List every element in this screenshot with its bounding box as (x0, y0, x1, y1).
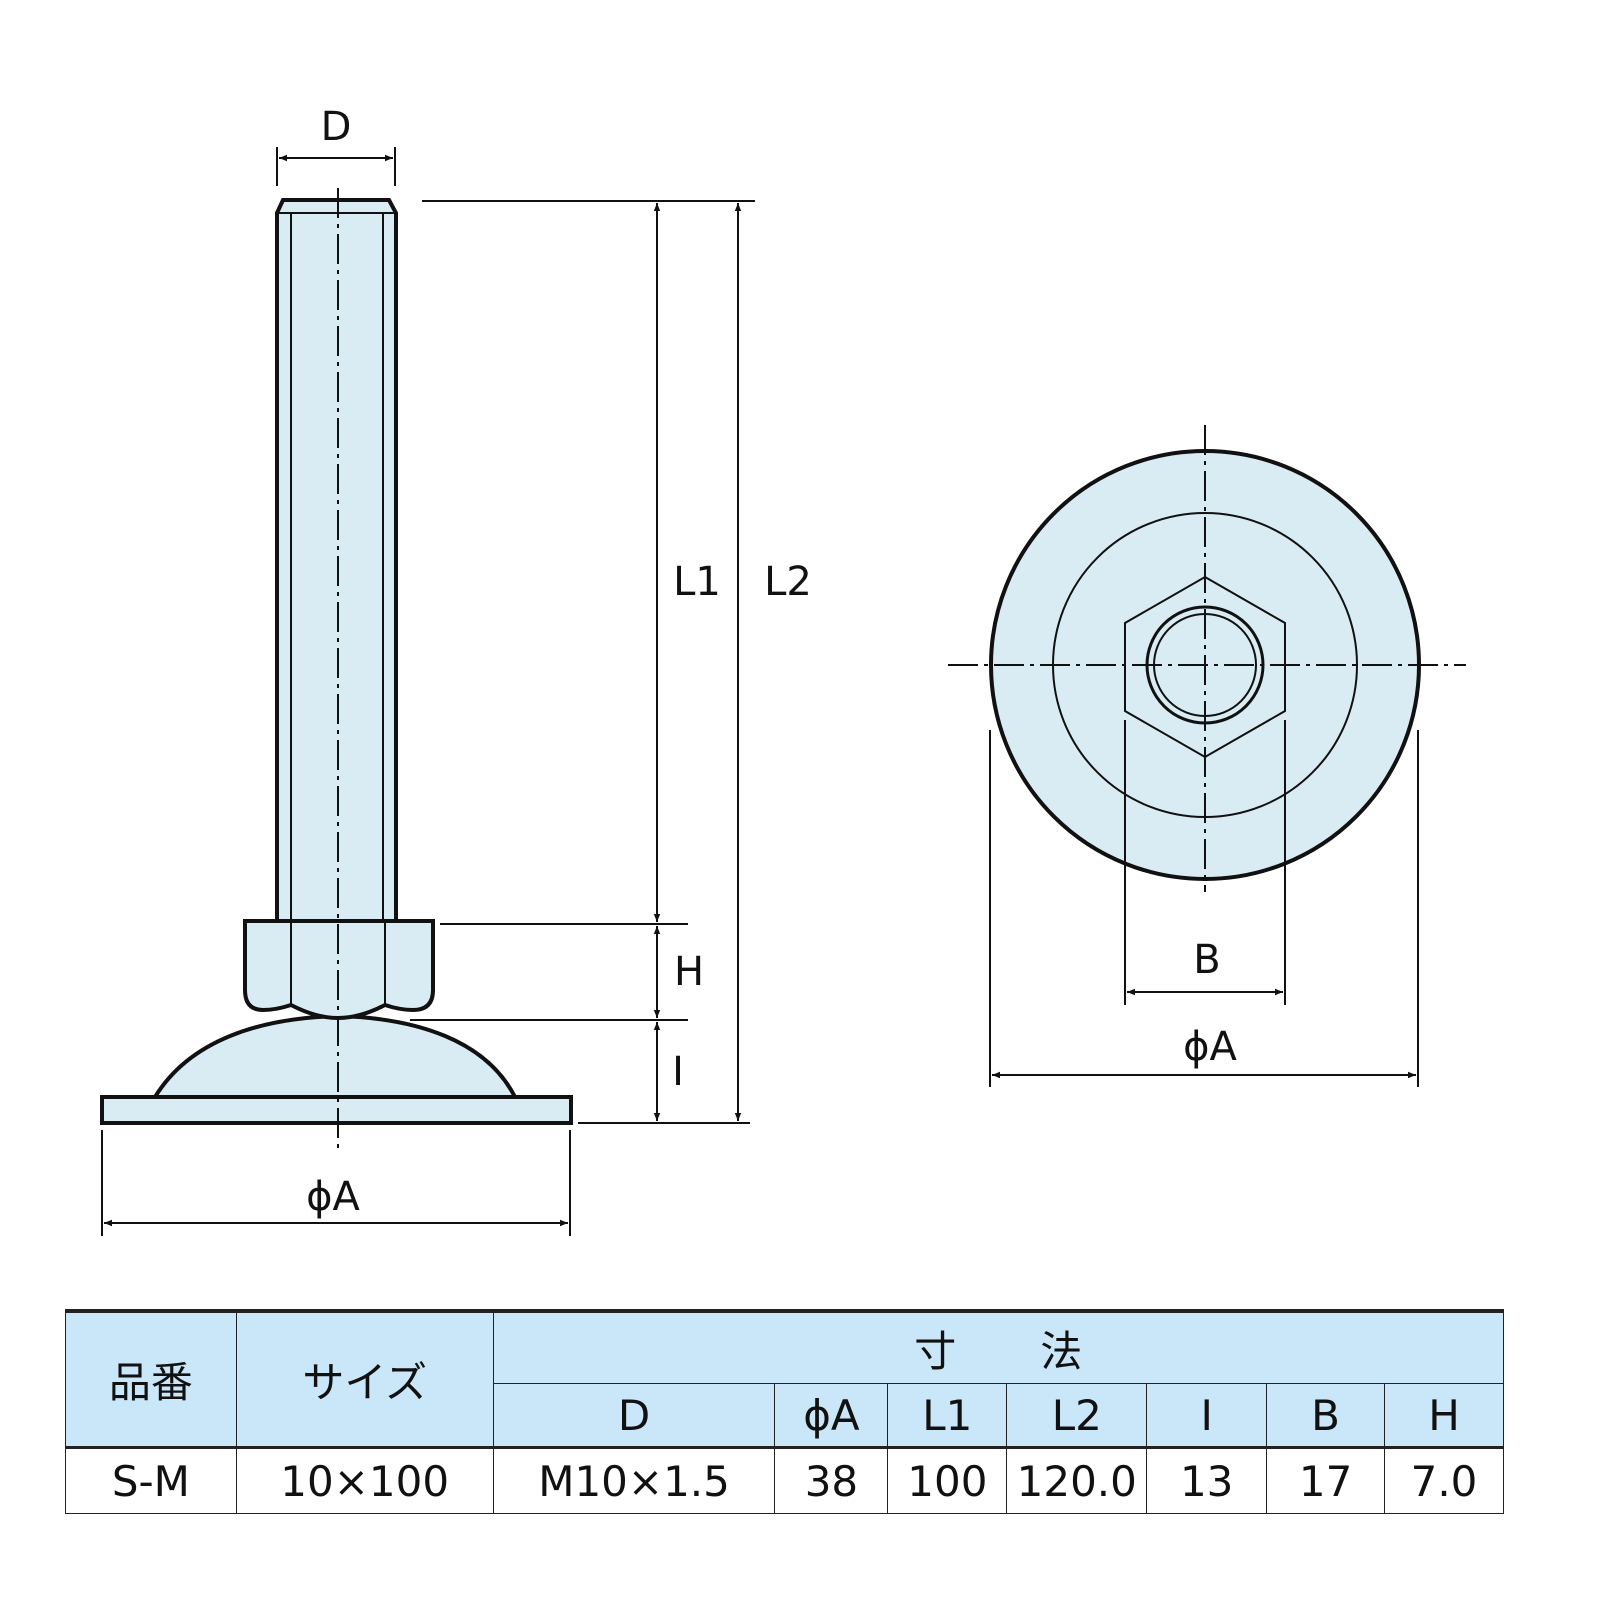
header-size: サイズ (235, 1310, 494, 1448)
header-I: I (1146, 1383, 1268, 1448)
header-L2: L2 (1006, 1383, 1148, 1448)
header-H: H (1384, 1383, 1504, 1448)
label-D: D (321, 104, 352, 150)
cell-part-no: S-M (65, 1446, 237, 1514)
side-dimensions (101, 147, 755, 1236)
top-dimensions (948, 425, 1466, 1087)
header-part-no: 品番 (65, 1310, 237, 1448)
shaft (275, 198, 398, 924)
cell-L1: 100 (887, 1446, 1008, 1514)
label-H: H (674, 949, 704, 995)
header-B: B (1266, 1383, 1386, 1448)
side-view (100, 198, 573, 1125)
header-D: D (492, 1383, 776, 1448)
base-plate (100, 1095, 573, 1125)
cell-I: 13 (1146, 1446, 1268, 1514)
cell-L2: 120.0 (1006, 1446, 1148, 1514)
cell-D: M10×1.5 (492, 1446, 776, 1514)
cell-size: 10×100 (235, 1446, 494, 1514)
label-phiA: ϕA (306, 1174, 360, 1220)
cell-phiA: 38 (774, 1446, 889, 1514)
label-top-phiA: ϕA (1183, 1024, 1237, 1070)
table-row: S-M 10×100 M10×1.5 38 100 120.0 13 17 7.… (65, 1446, 1504, 1514)
label-L2: L2 (764, 559, 812, 605)
label-L1: L1 (673, 559, 721, 605)
header-dimensions: 寸 法 (492, 1310, 1505, 1384)
label-I: I (672, 1049, 684, 1095)
dome (151, 1013, 519, 1099)
technical-drawing: D L1 L2 H I ϕA B ϕA (100, 104, 1466, 1236)
cell-B: 17 (1266, 1446, 1386, 1514)
cell-H: 7.0 (1384, 1446, 1504, 1514)
header-phiA: ϕA (774, 1383, 889, 1448)
label-B: B (1193, 937, 1220, 983)
header-L1: L1 (887, 1383, 1008, 1448)
spec-table: 品番 サイズ 寸 法 D ϕA L1 L2 I B H S-M 10×100 M… (65, 1309, 1505, 1514)
